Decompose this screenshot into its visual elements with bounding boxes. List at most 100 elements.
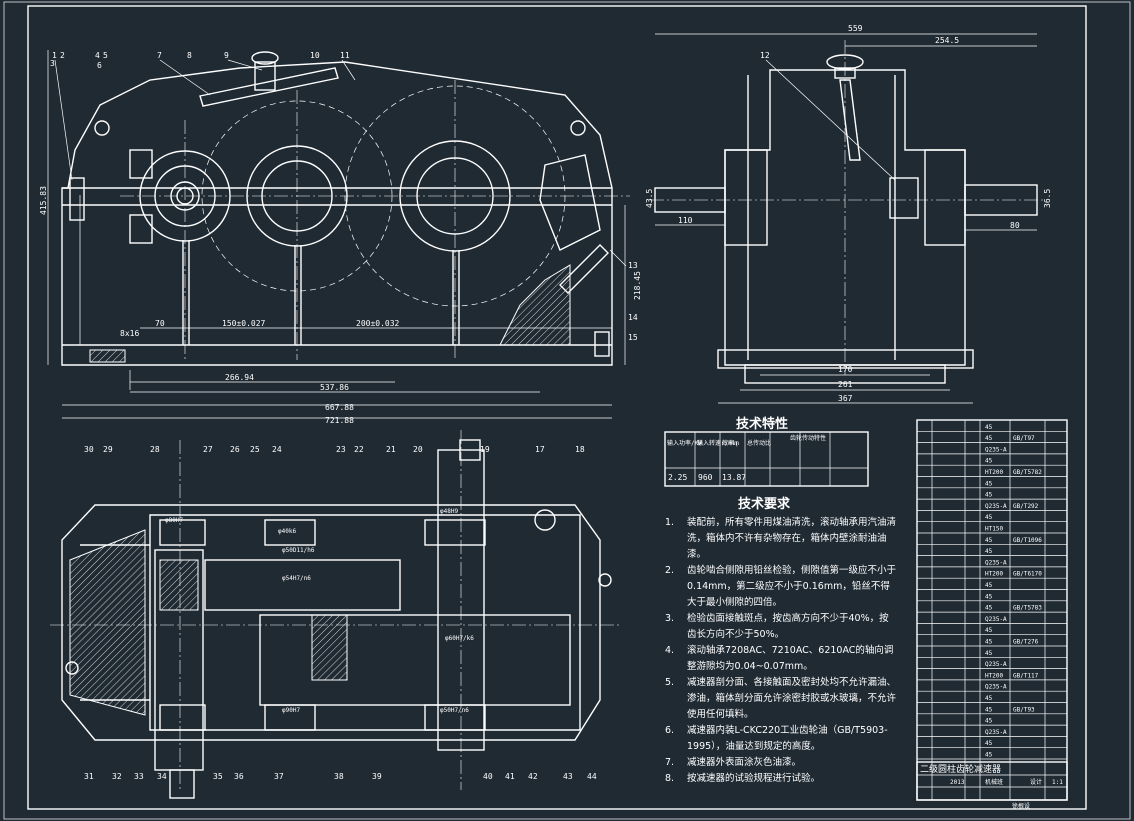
svg-text:26: 26 xyxy=(230,445,240,454)
svg-text:43.5: 43.5 xyxy=(645,189,654,208)
requirement-item: 5.减速器剖分面、各接触面及密封处均不允许漏油、渗油，箱体剖分面允许涂密封胶或水… xyxy=(665,675,897,723)
side-dimensions: 559 254.5 43.5 110 80 170 261 367 36.5 1… xyxy=(645,24,1052,404)
svg-text:输入功率/KW: 输入功率/KW xyxy=(667,439,702,447)
svg-text:输入转速r/min: 输入转速r/min xyxy=(697,439,739,447)
svg-text:960: 960 xyxy=(698,473,713,482)
svg-text:40: 40 xyxy=(483,772,493,781)
dim-200: 200±0.032 xyxy=(356,319,400,328)
requirement-item: 2.齿轮啮合侧隙用铅丝检验，侧隙值第一级应不小于0.14mm，第二级应不小于0.… xyxy=(665,563,897,611)
svg-text:2: 2 xyxy=(60,51,65,60)
svg-text:35: 35 xyxy=(213,772,223,781)
bom-standard: GB/T1096 xyxy=(1013,537,1042,544)
requirement-text: 减速器剖分面、各接触面及密封处均不允许漏油、渗油，箱体剖分面允许涂密封胶或水玻璃… xyxy=(687,677,897,720)
svg-text:17: 17 xyxy=(535,445,545,454)
svg-text:22: 22 xyxy=(354,445,364,454)
svg-text:36: 36 xyxy=(234,772,244,781)
svg-text:13: 13 xyxy=(628,261,638,270)
bom-material: HT150 xyxy=(985,526,1003,533)
svg-text:8: 8 xyxy=(187,51,192,60)
svg-text:φ60H7/k6: φ60H7/k6 xyxy=(445,635,474,642)
svg-text:φ54H7/n6: φ54H7/n6 xyxy=(282,575,311,582)
svg-text:34: 34 xyxy=(157,772,167,781)
svg-text:33: 33 xyxy=(134,772,144,781)
svg-text:31: 31 xyxy=(84,772,94,781)
bom-material: 45 xyxy=(985,492,993,499)
dim-266: 266.94 xyxy=(225,373,254,382)
svg-text:2.25: 2.25 xyxy=(668,473,687,482)
requirement-number: 8. xyxy=(665,773,675,784)
bom-material: 45 xyxy=(985,650,993,657)
svg-text:9: 9 xyxy=(224,51,229,60)
front-view xyxy=(61,51,630,366)
svg-text:19: 19 xyxy=(480,445,490,454)
dim-height: 415.83 xyxy=(39,186,48,215)
bom-standard: GB/T6170 xyxy=(1013,571,1042,578)
requirement-text: 减速器外表面涂灰色油漆。 xyxy=(687,757,802,768)
dim-8x16: 8x16 xyxy=(120,329,139,338)
bom-standard: GB/T292 xyxy=(1013,503,1039,510)
svg-text:18: 18 xyxy=(575,445,585,454)
side-view xyxy=(650,40,1045,384)
svg-text:14: 14 xyxy=(628,313,638,322)
dim-537: 537.86 xyxy=(320,383,349,392)
requirement-number: 4. xyxy=(665,645,675,656)
bom-material: 45 xyxy=(985,639,993,646)
bom-material: 45 xyxy=(985,752,993,759)
requirement-number: 3. xyxy=(665,613,675,624)
requirement-text: 滚动轴承7208AC、7210AC、6210AC的轴向调整游隙均为0.04~0.… xyxy=(687,645,894,672)
svg-text:4: 4 xyxy=(95,51,100,60)
bom-standard: GB/T93 xyxy=(1013,706,1035,713)
dim-218: 218.45 xyxy=(633,271,642,300)
requirement-text: 按减速器的试验规程进行试验。 xyxy=(687,773,821,784)
svg-text:6: 6 xyxy=(97,61,102,70)
bom-material: Q235-A xyxy=(985,684,1007,691)
svg-text:φ80H7: φ80H7 xyxy=(165,517,183,524)
bom-material: Q235-A xyxy=(985,503,1007,510)
svg-text:7: 7 xyxy=(157,51,162,60)
svg-text:10: 10 xyxy=(310,51,320,60)
bom-material: HT200 xyxy=(985,672,1003,679)
requirement-item: 1.装配前，所有零件用煤油清洗，滚动轴承用汽油清洗，箱体内不许有杂物存在，箱体内… xyxy=(665,515,897,563)
requirement-item: 4. 滚动轴承7208AC、7210AC、6210AC的轴向调整游隙均为0.04~… xyxy=(665,643,897,675)
dim-721: 721.88 xyxy=(325,416,354,425)
svg-text:39: 39 xyxy=(372,772,382,781)
bom-material: 45 xyxy=(985,627,993,634)
dim-667: 667.88 xyxy=(325,403,354,412)
top-balloons-upper: 30 29 28 27 26 25 24 23 22 21 20 19 17 1… xyxy=(84,445,585,454)
svg-text:15: 15 xyxy=(628,333,638,342)
svg-text:36.5: 36.5 xyxy=(1043,189,1052,208)
requirement-number: 1. xyxy=(665,517,675,528)
tech-table-title: 技术特性 xyxy=(736,416,788,432)
svg-text:30: 30 xyxy=(84,445,94,454)
svg-text:φ40k6: φ40k6 xyxy=(278,528,296,535)
svg-text:齿轮传动特性: 齿轮传动特性 xyxy=(790,434,826,442)
top-balloons-lower: 31 32 33 34 35 36 37 38 39 40 41 42 43 4… xyxy=(84,772,597,781)
svg-text:3: 3 xyxy=(50,59,55,68)
svg-text:23: 23 xyxy=(336,445,346,454)
requirements-title: 技术要求 xyxy=(738,496,791,512)
bom-material: 45 xyxy=(985,435,993,442)
requirement-number: 6. xyxy=(665,725,675,736)
svg-text:28: 28 xyxy=(150,445,160,454)
svg-text:25: 25 xyxy=(250,445,260,454)
requirement-text: 齿轮啮合侧隙用铅丝检验，侧隙值第一级应不小于0.14mm，第二级应不小于0.16… xyxy=(687,565,897,608)
requirement-number: 7. xyxy=(665,757,675,768)
bom-material: HT200 xyxy=(985,571,1003,578)
title-school: 徐根设 xyxy=(1012,802,1030,810)
dim-150: 150±0.027 xyxy=(222,319,266,328)
svg-text:80: 80 xyxy=(1010,221,1020,230)
svg-text:21: 21 xyxy=(386,445,396,454)
svg-text:261: 261 xyxy=(838,380,853,389)
svg-text:42: 42 xyxy=(528,772,538,781)
dim-70: 70 xyxy=(155,319,165,328)
title-block: 二级圆柱齿轮减速器 2013 机械班 设计 1:1 徐根设 xyxy=(916,761,1068,810)
parts-list: 4545Q235-A45HT2004545Q235-A45HT1504545Q2… xyxy=(916,419,1068,801)
bom-standard: GB/T276 xyxy=(1013,639,1039,646)
bom-material: 45 xyxy=(985,424,993,431)
bom-material: Q235-A xyxy=(985,559,1007,566)
bom-material: 45 xyxy=(985,582,993,589)
bom-material: 45 xyxy=(985,514,993,521)
requirement-item: 6.减速器内装L-CKC220工业齿轮油（GB/T5903-1995），油量达到… xyxy=(665,723,897,755)
top-fits: φ80H7 φ40k6 φ48H9 φ50D11/h6 φ54H7/n6 φ60… xyxy=(165,508,474,714)
tech-table: 技术特性 输入功率/KW 输入转速r/min 效率η 总传动比 齿轮传动特性 2… xyxy=(664,416,869,487)
